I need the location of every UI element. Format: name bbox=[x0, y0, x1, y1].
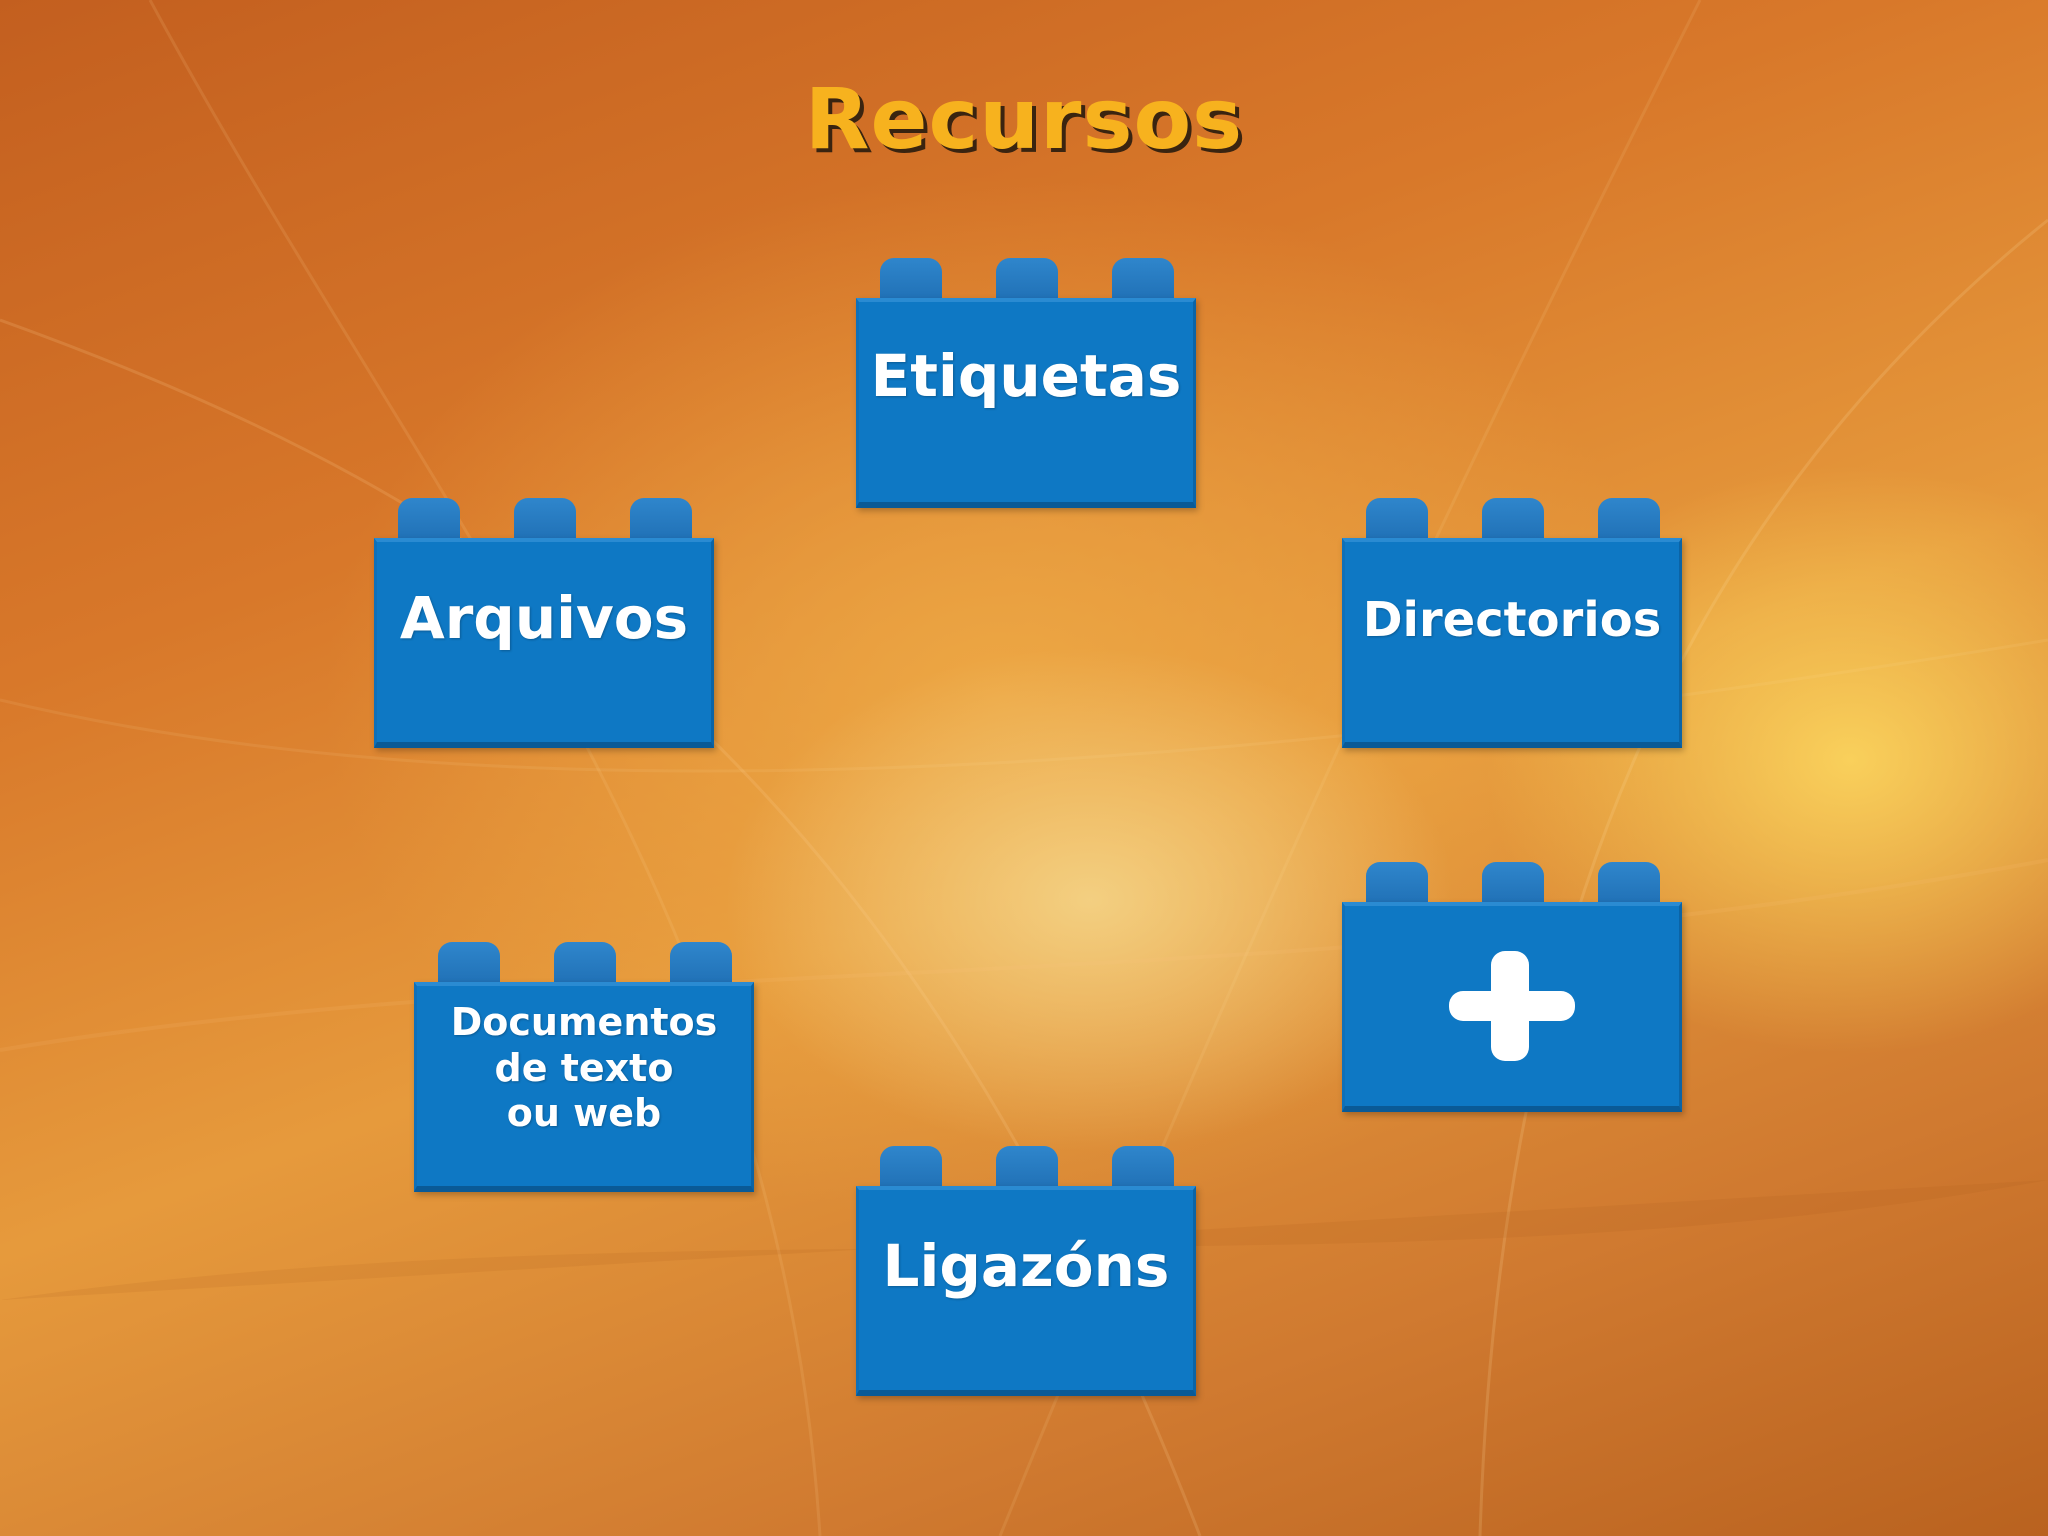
brick-stud bbox=[514, 498, 576, 544]
brick-body: Arquivos bbox=[374, 538, 714, 748]
brick-label-ligazons: Ligazóns bbox=[882, 1232, 1170, 1300]
brick-body bbox=[1342, 902, 1682, 1112]
brick-stud bbox=[1598, 862, 1660, 908]
plus-icon-vertical bbox=[1491, 951, 1529, 1061]
brick-stud bbox=[1482, 498, 1544, 544]
brick-stud bbox=[398, 498, 460, 544]
brick-body: Etiquetas bbox=[856, 298, 1196, 508]
brick-documentos: Documentos de texto ou web bbox=[414, 942, 754, 1192]
brick-stud bbox=[1366, 498, 1428, 544]
brick-arquivos: Arquivos bbox=[374, 498, 714, 748]
brick-more bbox=[1342, 862, 1682, 1112]
brick-stud bbox=[1482, 862, 1544, 908]
plus-icon bbox=[1449, 951, 1575, 1061]
brick-stud bbox=[996, 258, 1058, 304]
brick-label-directorios: Directorios bbox=[1362, 592, 1662, 648]
brick-stud bbox=[630, 498, 692, 544]
brick-label-etiquetas: Etiquetas bbox=[870, 342, 1182, 410]
brick-body: Documentos de texto ou web bbox=[414, 982, 754, 1192]
brick-stud bbox=[1112, 258, 1174, 304]
slide-title: Recursos bbox=[804, 70, 1244, 168]
brick-label-documentos: Documentos de texto ou web bbox=[450, 1000, 718, 1136]
brick-label-arquivos: Arquivos bbox=[399, 584, 689, 652]
brick-stud bbox=[554, 942, 616, 988]
brick-ligazons: Ligazóns bbox=[856, 1146, 1196, 1396]
brick-stud bbox=[880, 258, 942, 304]
brick-body: Directorios bbox=[1342, 538, 1682, 748]
brick-etiquetas: Etiquetas bbox=[856, 258, 1196, 508]
brick-directorios: Directorios bbox=[1342, 498, 1682, 748]
brick-stud bbox=[1598, 498, 1660, 544]
brick-stud bbox=[1366, 862, 1428, 908]
brick-stud bbox=[996, 1146, 1058, 1192]
brick-stud bbox=[880, 1146, 942, 1192]
brick-stud bbox=[438, 942, 500, 988]
brick-stud bbox=[1112, 1146, 1174, 1192]
brick-stud bbox=[670, 942, 732, 988]
brick-body: Ligazóns bbox=[856, 1186, 1196, 1396]
